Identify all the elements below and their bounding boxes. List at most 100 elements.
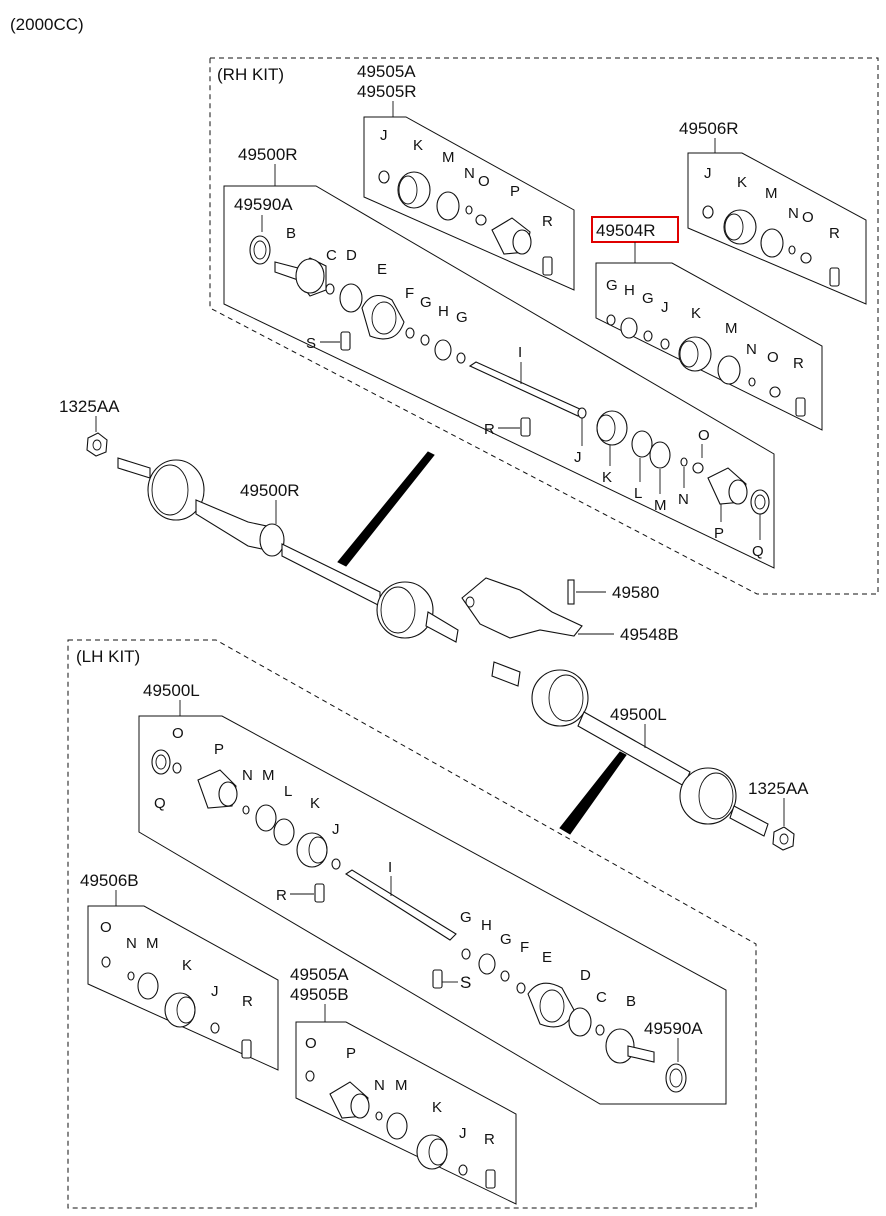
- kit-box-49505r: [363, 116, 575, 291]
- inner-stub: [425, 611, 459, 643]
- letter-n: N: [678, 491, 689, 508]
- dynamic-damper-pin: [795, 397, 806, 417]
- part-49500l-kit[interactable]: 49500L: [143, 681, 200, 700]
- lh-driveshaft: [491, 661, 769, 837]
- letter-k: K: [413, 137, 423, 154]
- circlip: [475, 214, 487, 226]
- letter-r: R: [484, 1131, 495, 1148]
- shaft-bracket: [461, 577, 583, 639]
- letter-m: M: [262, 767, 275, 784]
- part-49500r-shaft[interactable]: 49500R: [240, 481, 300, 500]
- letter-e: E: [377, 261, 387, 278]
- part-49590a-rh[interactable]: 49590A: [234, 195, 293, 214]
- letter-h: H: [481, 917, 492, 934]
- shaft-mid: [281, 543, 381, 607]
- letter-r: R: [484, 421, 495, 438]
- part-49500l-shaft[interactable]: 49500L: [610, 705, 667, 724]
- boot-k: [416, 1134, 448, 1170]
- part-49504r[interactable]: 49504R: [596, 221, 656, 240]
- letter-m: M: [765, 185, 778, 202]
- outer-joint-stub: [627, 1045, 655, 1063]
- letter-o: O: [100, 919, 112, 936]
- boot-k: [596, 410, 628, 446]
- letter-p: P: [510, 183, 520, 200]
- dynamic-damper-pin: [542, 256, 553, 276]
- ring-g: [606, 314, 616, 326]
- pin-r: [314, 883, 325, 903]
- part-49580[interactable]: 49580: [612, 583, 659, 602]
- damper-h: [620, 317, 638, 339]
- clip: [788, 245, 796, 255]
- part-49505b[interactable]: 49505B: [290, 985, 349, 1004]
- ring-g: [420, 334, 430, 346]
- letter-o: O: [172, 725, 184, 742]
- band-m: [255, 804, 277, 832]
- letter-p: P: [714, 525, 724, 542]
- letter-q: Q: [154, 795, 166, 812]
- band-l: [273, 818, 295, 846]
- snap-ring: [702, 205, 714, 219]
- boot-ridge: [724, 213, 744, 241]
- inner-stub: [491, 661, 521, 687]
- letter-k: K: [691, 305, 701, 322]
- tone-wheel-q-inner: [754, 494, 766, 510]
- band: [436, 191, 460, 221]
- letter-p: P: [214, 741, 224, 758]
- part-49505a-rh[interactable]: 49505A: [357, 62, 416, 81]
- rh-driveshaft: [117, 457, 459, 643]
- band-d: [568, 1007, 592, 1037]
- letter-g: G: [460, 909, 472, 926]
- letter-c: C: [326, 247, 337, 264]
- snap-ring: [378, 170, 390, 184]
- part-49500r-kit[interactable]: 49500R: [238, 145, 298, 164]
- letter-k: K: [737, 174, 747, 191]
- kit-49505r-parts: J K M N O P R: [378, 127, 553, 276]
- letter-j: J: [661, 299, 669, 316]
- part-49506b[interactable]: 49506B: [80, 871, 139, 890]
- part-49505a-lh[interactable]: 49505A: [290, 965, 349, 984]
- outer-cv-ridge: [151, 464, 189, 516]
- outer-cv-joint: [679, 767, 737, 825]
- boot-k-ridge: [176, 996, 196, 1024]
- circlip-o: [769, 386, 781, 398]
- letter-p: P: [346, 1045, 356, 1062]
- shaft-i: [344, 869, 457, 941]
- part-49506r[interactable]: 49506R: [679, 119, 739, 138]
- letter-g: G: [500, 931, 512, 948]
- letter-d: D: [346, 247, 357, 264]
- circlip-o: [692, 462, 704, 474]
- joint-p-end: [218, 781, 238, 807]
- inner-cv-boot: [376, 581, 434, 639]
- boot-k: [296, 832, 328, 868]
- shaft-i: [468, 361, 583, 417]
- tone-wheel-q: [151, 749, 171, 775]
- part-1325aa-lh[interactable]: 1325AA: [748, 779, 809, 798]
- stub-shaft: [729, 805, 769, 837]
- letter-l: L: [284, 783, 292, 800]
- part-49590a-lh[interactable]: 49590A: [644, 1019, 703, 1038]
- ring-g: [500, 970, 510, 982]
- clip-n: [242, 805, 250, 815]
- part-49548b[interactable]: 49548B: [620, 625, 679, 644]
- band-m: [386, 1112, 408, 1140]
- pin-s: [432, 969, 443, 989]
- letter-s: S: [306, 335, 316, 352]
- part-1325aa-rh[interactable]: 1325AA: [59, 397, 120, 416]
- band-l: [631, 430, 653, 458]
- circlip-o: [305, 1070, 315, 1082]
- dynamic-damper-pin: [241, 1039, 252, 1059]
- clip-n: [680, 457, 688, 467]
- snap-ring-j: [660, 338, 670, 350]
- letter-k: K: [310, 795, 320, 812]
- letter-j: J: [332, 821, 340, 838]
- letter-m: M: [654, 497, 667, 514]
- letter-m: M: [395, 1077, 408, 1094]
- kit-49506b-parts: O N M K J R: [100, 919, 253, 1059]
- letter-o: O: [698, 427, 710, 444]
- kit-49506r-parts: J K M N O R: [702, 165, 840, 287]
- band-f: [516, 982, 526, 994]
- part-49505r[interactable]: 49505R: [357, 82, 417, 101]
- rh-kit-label: (RH KIT): [217, 65, 284, 84]
- band-m: [137, 972, 159, 1000]
